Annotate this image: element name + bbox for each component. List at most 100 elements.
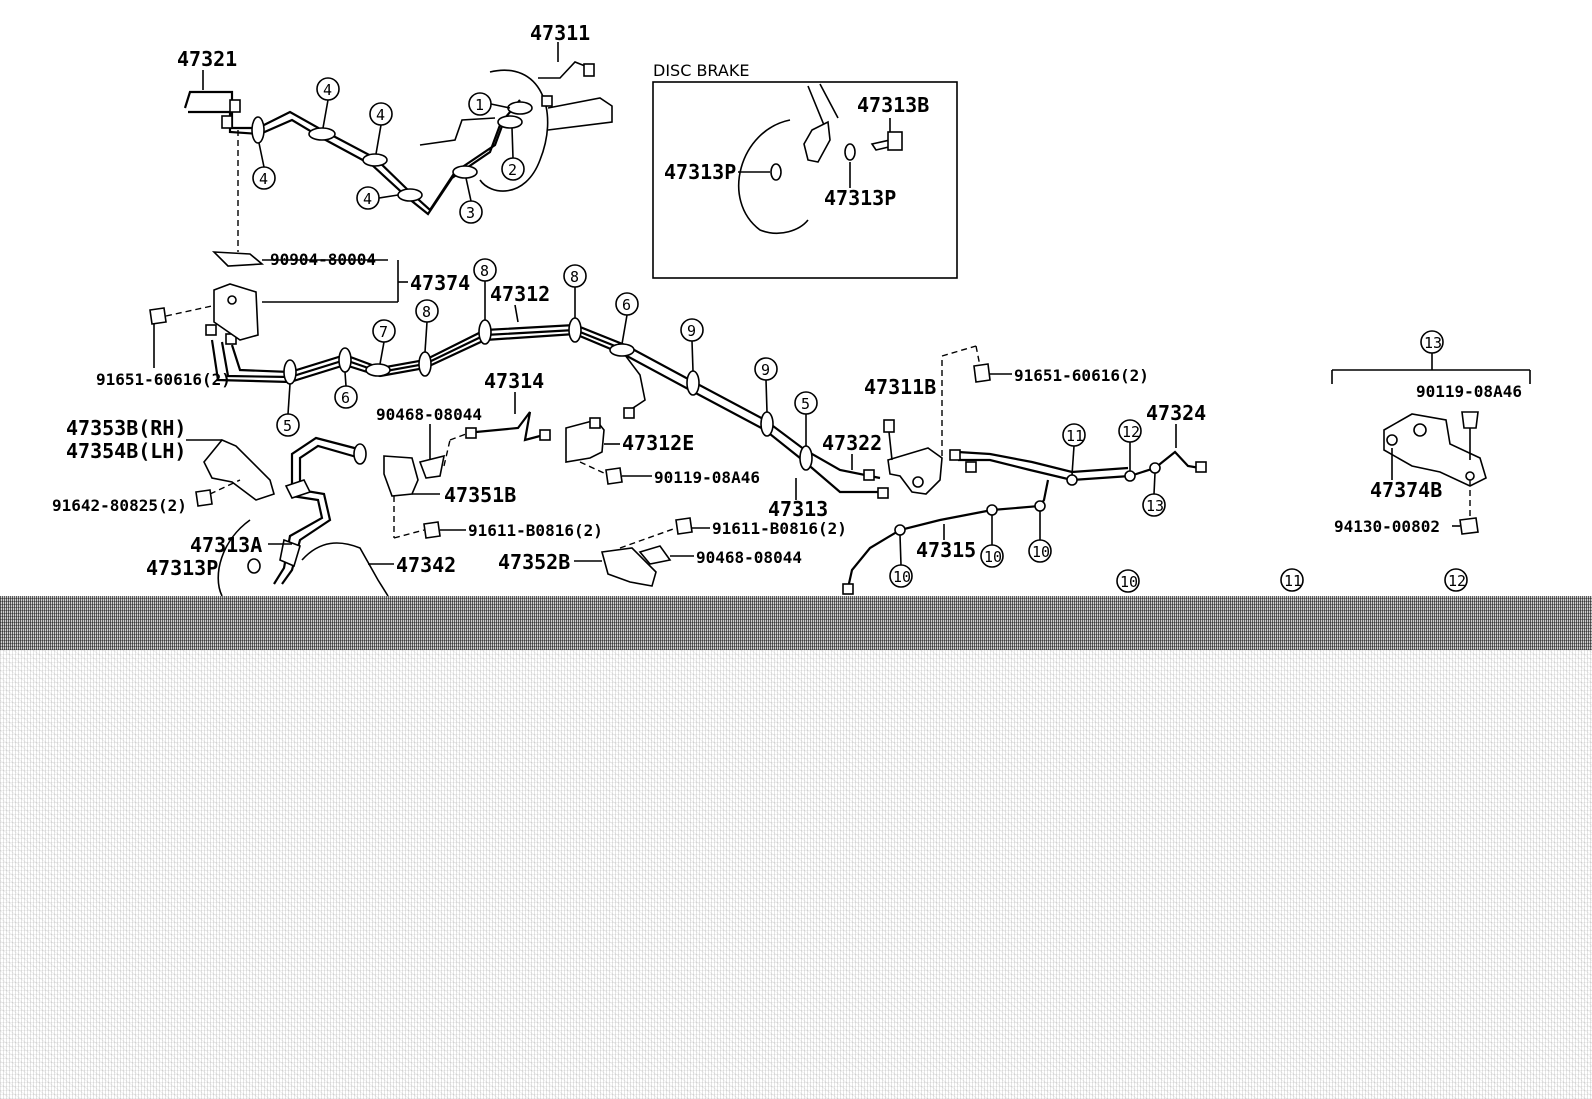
callout-4d: 4 xyxy=(356,186,380,210)
svg-text:10: 10 xyxy=(1032,543,1050,561)
callout-12b: 12 xyxy=(1444,568,1468,592)
callout-7: 7 xyxy=(372,319,396,343)
disc-brake-inset: DISC BRAKE 47313B 47313P 47313P xyxy=(652,61,958,279)
part-47313A: 47313A xyxy=(190,533,262,557)
svg-text:9: 9 xyxy=(761,361,770,379)
callout-4c: 4 xyxy=(252,166,276,190)
bracket-47312E xyxy=(565,417,623,485)
svg-text:7: 7 xyxy=(379,323,388,341)
svg-text:5: 5 xyxy=(801,395,810,413)
part-90119-08A46-mid: 90119-08A46 xyxy=(654,468,760,487)
part-47313: 47313 xyxy=(768,497,828,521)
callout-9a: 9 xyxy=(680,318,704,342)
part-47321: 47321 xyxy=(177,47,237,71)
callout-10d: 10 xyxy=(1116,569,1140,593)
callout-6b: 6 xyxy=(615,292,639,316)
svg-text:5: 5 xyxy=(283,417,292,435)
callout-8c: 8 xyxy=(563,264,587,288)
callout-8b: 8 xyxy=(473,258,497,282)
part-91611-B0816-left: 91611-B0816(2) xyxy=(468,521,603,540)
svg-text:8: 8 xyxy=(480,262,489,280)
bracket-47311B xyxy=(883,419,943,495)
part-90468-08044-bottom: 90468-08044 xyxy=(696,548,802,567)
svg-text:4: 4 xyxy=(259,170,268,188)
callout-1: 1 xyxy=(468,92,492,116)
part-47324: 47324 xyxy=(1146,401,1206,425)
part-47352B: 47352B xyxy=(498,550,570,574)
svg-text:8: 8 xyxy=(570,268,579,286)
svg-text:11: 11 xyxy=(1066,427,1084,445)
callout-11b: 11 xyxy=(1280,568,1304,592)
bracket-47352B xyxy=(600,517,693,587)
svg-text:11: 11 xyxy=(1284,572,1302,590)
part-91642-80825: 91642-80825(2) xyxy=(52,496,187,515)
part-47353B-RH: 47353B(RH) xyxy=(66,416,186,440)
tube-47324 xyxy=(949,449,1207,486)
part-47311B: 47311B xyxy=(864,375,936,399)
callout-11a: 11 xyxy=(1062,423,1086,447)
svg-text:6: 6 xyxy=(341,389,350,407)
svg-text:10: 10 xyxy=(984,548,1002,566)
svg-text:6: 6 xyxy=(622,296,631,314)
main-brake-tube-47312 xyxy=(205,317,889,499)
callout-5a: 5 xyxy=(276,413,300,437)
callout-13a: 13 xyxy=(1142,493,1166,517)
svg-text:13: 13 xyxy=(1424,334,1442,352)
tube-47314 xyxy=(465,411,551,442)
callout-3: 3 xyxy=(459,200,483,224)
master-cylinder-tube-group xyxy=(183,61,613,216)
part-47351B: 47351B xyxy=(444,483,516,507)
svg-text:10: 10 xyxy=(1120,573,1138,591)
svg-text:2: 2 xyxy=(508,161,517,179)
part-47311: 47311 xyxy=(530,21,590,45)
callout-10c: 10 xyxy=(1028,539,1052,563)
part-91611-B0816-right: 91611-B0816(2) xyxy=(712,519,847,538)
part-47354B-LH: 47354B(LH) xyxy=(66,439,186,463)
svg-text:1: 1 xyxy=(475,96,484,114)
svg-text:13: 13 xyxy=(1146,497,1164,515)
part-47312E: 47312E xyxy=(622,431,694,455)
bracket-47353B-47354B xyxy=(195,439,275,507)
inset-part-47313P-left: 47313P xyxy=(664,160,736,184)
inset-part-47313B: 47313B xyxy=(857,93,929,117)
svg-text:4: 4 xyxy=(323,81,332,99)
part-90468-08044-top: 90468-08044 xyxy=(376,405,482,424)
svg-text:4: 4 xyxy=(363,190,372,208)
svg-text:8: 8 xyxy=(422,303,431,321)
part-91651-60616-left: 91651-60616(2) xyxy=(96,370,231,389)
callout-12a: 12 xyxy=(1118,419,1142,443)
inset-part-47313P-right: 47313P xyxy=(824,186,896,210)
callout-13b: 13 xyxy=(1420,330,1444,354)
bracket-47351B xyxy=(383,433,467,497)
part-90119-08A46-right: 90119-08A46 xyxy=(1416,382,1522,401)
svg-text:10: 10 xyxy=(893,568,911,586)
part-90904-80004: 90904-80004 xyxy=(270,250,376,269)
tube-47315 xyxy=(842,479,1050,595)
part-47374B: 47374B xyxy=(1370,478,1442,502)
callout-4b: 4 xyxy=(369,102,393,126)
callout-8a: 8 xyxy=(415,299,439,323)
callout-5b: 5 xyxy=(794,391,818,415)
flex-hose-47313A xyxy=(217,436,389,597)
scan-noise-band xyxy=(0,596,1592,650)
part-47322: 47322 xyxy=(822,431,882,455)
part-47314: 47314 xyxy=(484,369,544,393)
callout-9b: 9 xyxy=(754,357,778,381)
part-47315: 47315 xyxy=(916,538,976,562)
bracket-47374 xyxy=(149,251,265,341)
part-91651-60616-right: 91651-60616(2) xyxy=(1014,366,1149,385)
callout-6a: 6 xyxy=(334,385,358,409)
part-47313P-lower: 47313P xyxy=(146,556,218,580)
svg-text:12: 12 xyxy=(1448,572,1466,590)
degraded-scan-area xyxy=(0,596,1592,1099)
svg-text:4: 4 xyxy=(376,106,385,124)
svg-text:12: 12 xyxy=(1122,423,1140,441)
callout-10a: 10 xyxy=(889,564,913,588)
svg-text:3: 3 xyxy=(466,204,475,222)
callout-4a: 4 xyxy=(316,77,340,101)
part-47312: 47312 xyxy=(490,282,550,306)
part-94130-00802: 94130-00802 xyxy=(1334,517,1440,536)
part-47342: 47342 xyxy=(396,553,456,577)
callout-2: 2 xyxy=(501,157,525,181)
